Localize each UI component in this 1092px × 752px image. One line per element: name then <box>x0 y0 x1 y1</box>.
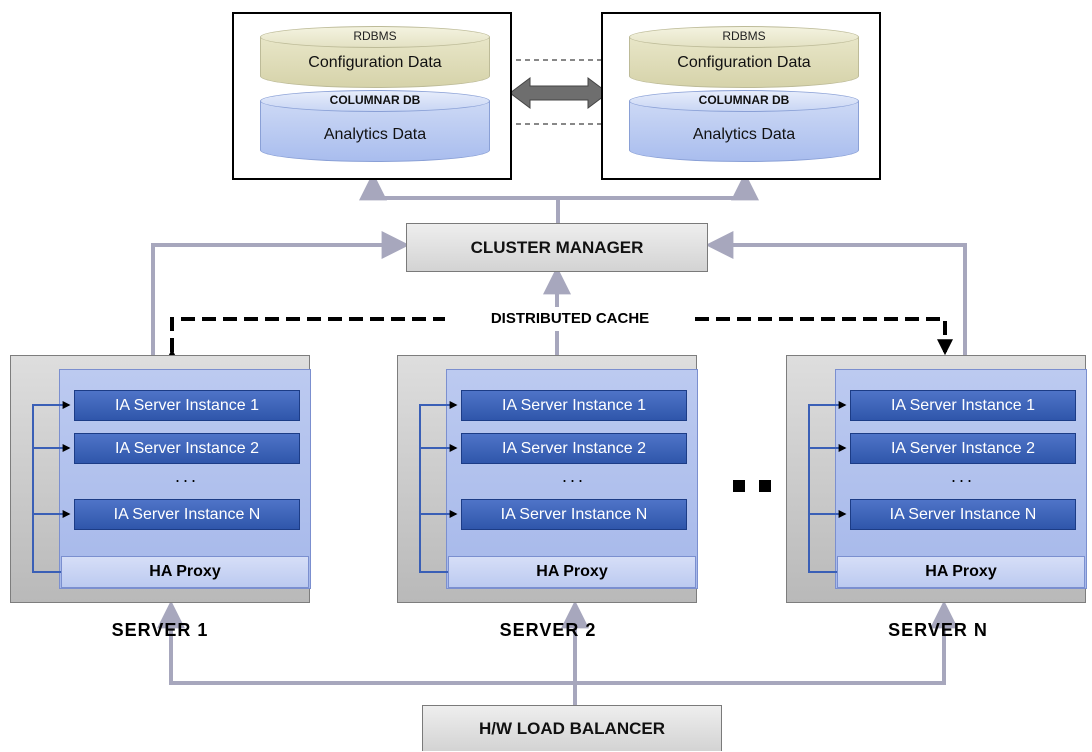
analytics-data-label: Analytics Data <box>323 126 427 143</box>
analytics-data-label: Analytics Data <box>692 126 796 143</box>
ia-server-instance: IA Server Instance N <box>74 499 300 530</box>
hw-load-balancer-box: H/W LOAD BALANCER <box>422 705 722 751</box>
ia-server-instance: IA Server Instance N <box>461 499 687 530</box>
configuration-data-label: Configuration Data <box>308 54 442 71</box>
ha-proxy: HA Proxy <box>448 556 696 588</box>
database-cluster-primary: RDBMS Configuration Data COLUMNAR DB Ana… <box>232 12 512 180</box>
instance-ellipsis: ... <box>174 466 199 486</box>
rdbms-cylinder: RDBMS Configuration Data <box>260 26 490 88</box>
instance-ellipsis: ... <box>950 466 975 486</box>
instance-ellipsis: ... <box>561 466 586 486</box>
server-label: SERVER 1 <box>111 620 209 640</box>
more-servers-ellipsis <box>733 480 785 492</box>
server-n: IA Server Instance 1 IA Server Instance … <box>786 355 1087 603</box>
columnar-db-label: COLUMNAR DB <box>329 93 421 107</box>
ha-proxy: HA Proxy <box>61 556 309 588</box>
columnar-db-cylinder: COLUMNAR DB Analytics Data <box>629 90 859 162</box>
ia-server-instance: IA Server Instance 2 <box>461 433 687 464</box>
server-label: SERVER N <box>888 620 988 640</box>
distributed-cache-label: DISTRIBUTED CACHE <box>450 307 690 331</box>
server-2: IA Server Instance 1 IA Server Instance … <box>397 355 698 603</box>
ia-server-instance: IA Server Instance 1 <box>74 390 300 421</box>
rdbms-cylinder: RDBMS Configuration Data <box>629 26 859 88</box>
proxy-routing-lines <box>32 401 71 573</box>
ia-server-instance: IA Server Instance 1 <box>461 390 687 421</box>
proxy-routing-lines <box>419 401 458 573</box>
rdbms-label: RDBMS <box>722 29 766 43</box>
columnar-db-label: COLUMNAR DB <box>698 93 790 107</box>
proxy-routing-lines <box>808 401 847 573</box>
ha-proxy: HA Proxy <box>837 556 1085 588</box>
server-label: SERVER 2 <box>499 620 597 640</box>
configuration-data-label: Configuration Data <box>677 54 811 71</box>
ia-server-instance: IA Server Instance N <box>850 499 1076 530</box>
ia-server-instance: IA Server Instance 2 <box>850 433 1076 464</box>
ia-server-instance: IA Server Instance 1 <box>850 390 1076 421</box>
server-1: IA Server Instance 1 IA Server Instance … <box>10 355 311 603</box>
cluster-manager-box: CLUSTER MANAGER <box>406 223 708 272</box>
rdbms-label: RDBMS <box>353 29 397 43</box>
database-cluster-replica: RDBMS Configuration Data COLUMNAR DB Ana… <box>601 12 881 180</box>
ia-server-instance: IA Server Instance 2 <box>74 433 300 464</box>
columnar-db-cylinder: COLUMNAR DB Analytics Data <box>260 90 490 162</box>
